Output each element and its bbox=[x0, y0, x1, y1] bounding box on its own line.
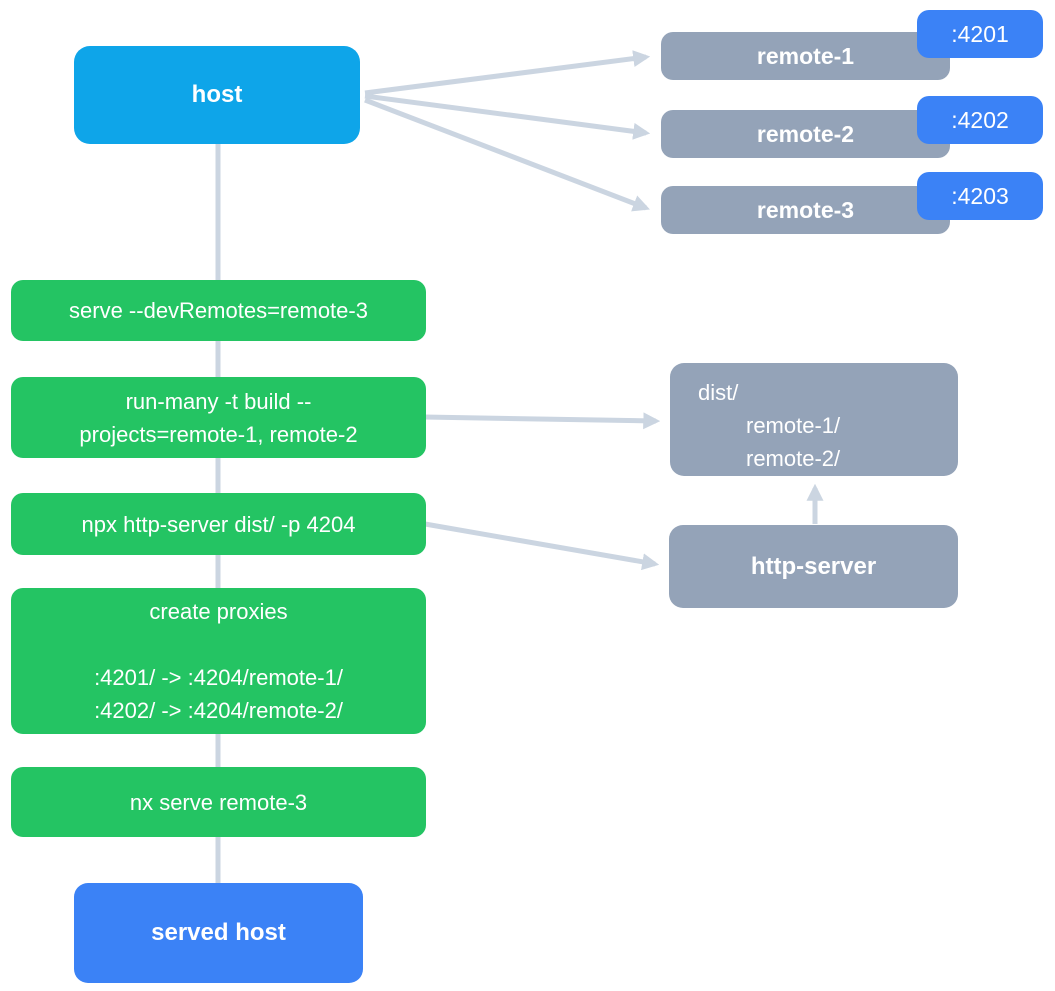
remote-2-port: :4202 bbox=[951, 106, 1009, 133]
remote-2-port-badge: :4202 bbox=[917, 96, 1043, 144]
step-serve-line: serve --devRemotes=remote-3 bbox=[69, 298, 368, 323]
step-proxies-title: create proxies bbox=[149, 599, 288, 624]
remote-3-port: :4203 bbox=[951, 182, 1009, 209]
remote-3-port-badge: :4203 bbox=[917, 172, 1043, 220]
remote-1-node: remote-1 bbox=[661, 32, 950, 80]
remote-2-node: remote-2 bbox=[661, 110, 950, 158]
remote-3-label: remote-3 bbox=[756, 196, 855, 223]
arrow-npx-to-http-server bbox=[424, 521, 660, 571]
served-host-label: served host bbox=[151, 919, 286, 946]
http-server-label: http-server bbox=[750, 552, 877, 580]
step-proxies-map-2: :4202/ -> :4204/remote-2/ bbox=[94, 698, 343, 723]
step-proxies-map-1: :4201/ -> :4204/remote-1/ bbox=[94, 665, 343, 690]
remote-1-label: remote-1 bbox=[756, 42, 855, 69]
host-node: host bbox=[74, 46, 360, 144]
dist-folder-node: dist/ remote-1/ remote-2/ bbox=[670, 363, 958, 476]
arrow-host-to-remote-3 bbox=[364, 97, 650, 212]
arrow-host-to-remote-2 bbox=[364, 93, 651, 140]
host-label: host bbox=[191, 81, 243, 108]
dist-remote-2-line: remote-2/ bbox=[746, 446, 841, 471]
step-run-many-line-2: projects=remote-1, remote-2 bbox=[79, 421, 358, 447]
dist-remote-1-line: remote-1/ bbox=[746, 413, 841, 438]
step-run-many-build: run-many -t build -- projects=remote-1, … bbox=[11, 377, 426, 458]
step-run-many-line-1: run-many -t build -- bbox=[125, 388, 312, 414]
step-nx-serve-remote-3: nx serve remote-3 bbox=[11, 767, 426, 837]
arrow-host-to-remote-1 bbox=[364, 50, 651, 96]
remote-1-port-badge: :4201 bbox=[917, 10, 1043, 58]
remote-1-port: :4201 bbox=[951, 20, 1009, 47]
step-npx-line: npx http-server dist/ -p 4204 bbox=[81, 511, 356, 537]
dist-root-line: dist/ bbox=[698, 380, 739, 405]
served-host-node: served host bbox=[74, 883, 363, 983]
arrow-run-many-to-dist bbox=[423, 412, 661, 430]
step-npx-http-server: npx http-server dist/ -p 4204 bbox=[11, 493, 426, 555]
http-server-node: http-server bbox=[669, 525, 958, 608]
step-serve-dev-remotes: serve --devRemotes=remote-3 bbox=[11, 280, 426, 341]
remote-2-label: remote-2 bbox=[756, 120, 855, 147]
step-nx-serve-line: nx serve remote-3 bbox=[129, 789, 308, 815]
remote-3-node: remote-3 bbox=[661, 186, 950, 234]
step-create-proxies: create proxies :4201/ -> :4204/remote-1/… bbox=[11, 588, 426, 734]
